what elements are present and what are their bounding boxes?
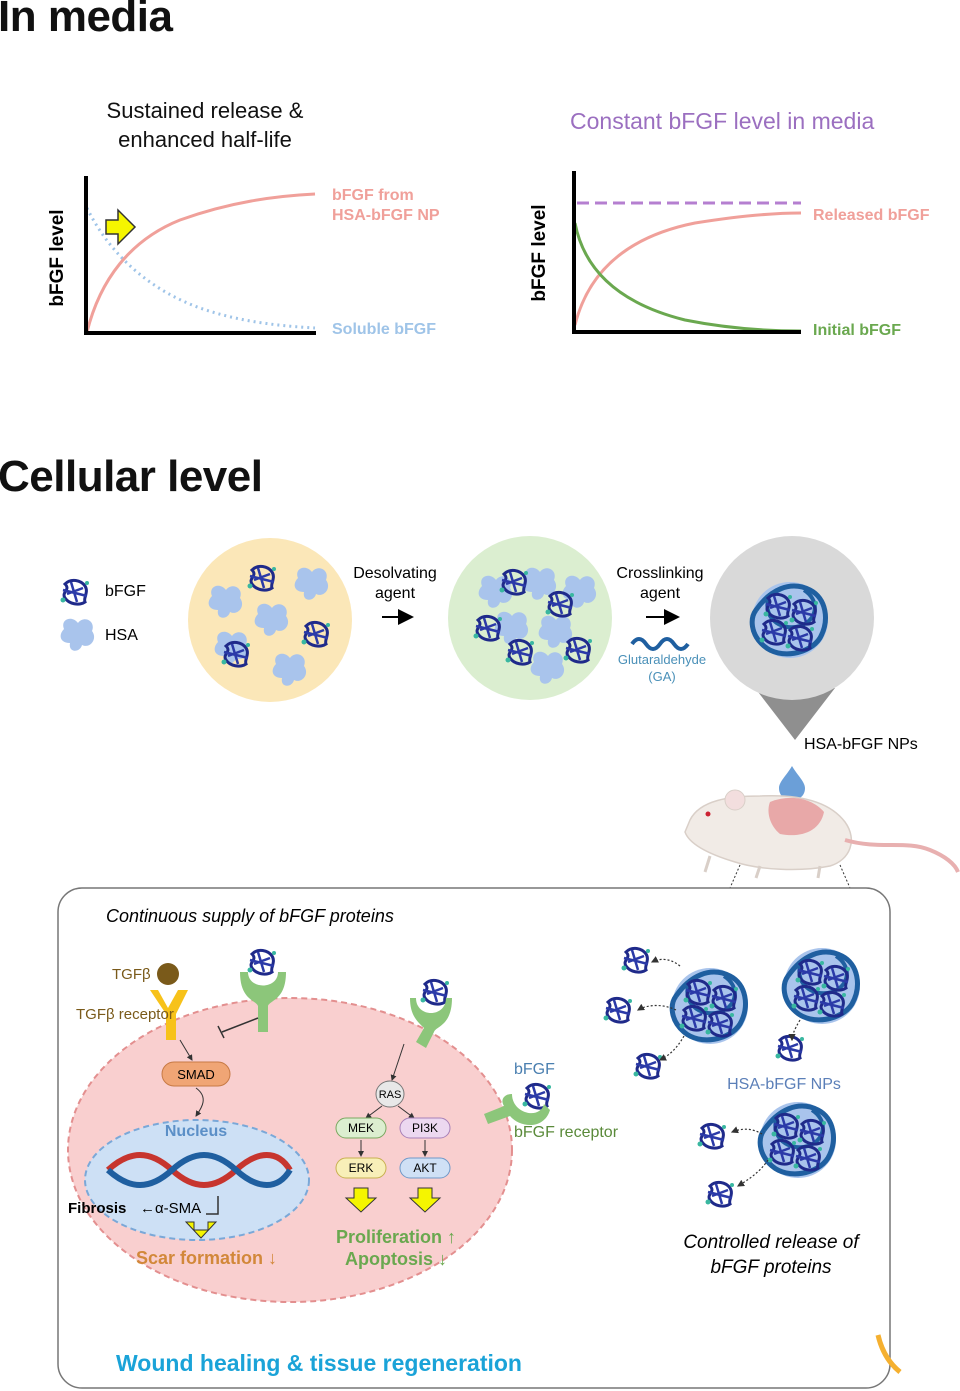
bfgf-legend-icon: [59, 578, 91, 606]
ga-label-2: (GA): [648, 669, 675, 684]
supply-title: Continuous supply of bFGF proteins: [106, 906, 394, 926]
legend-hsa-label: HSA: [105, 627, 138, 644]
left-chart-ylabel: bFGF level: [47, 209, 68, 306]
dna-strand-red: [105, 1152, 293, 1188]
smad-node: [161, 1061, 231, 1087]
tgfb-receptor-icon: [150, 990, 188, 1040]
apoptosis-label: Apoptosis ↓: [345, 1249, 447, 1269]
released-bfgf-curve: [573, 211, 802, 326]
initial-series-label: Initial bFGF: [813, 322, 901, 339]
glutaraldehyde-icon: [630, 637, 690, 651]
akt-node: [399, 1157, 451, 1179]
desolvating-label-1: Desolvating: [353, 565, 437, 582]
fibrosis-label: Fibrosis: [68, 1200, 126, 1217]
proliferation-label: Proliferation ↑: [336, 1227, 456, 1247]
right-chart-ylabel: bFGF level: [529, 204, 550, 301]
erk-node: [335, 1157, 387, 1179]
increase-arrow-icon: [105, 208, 137, 246]
legend-bfgf-label: bFGF: [105, 583, 146, 600]
cellular-diagram: bFGF HSA Desolvating agent Crosslinking …: [57, 536, 960, 1389]
mek-node: [335, 1117, 387, 1139]
np-series-label-2: HSA-bFGF NP: [332, 207, 440, 224]
wound-healing-label: Wound healing & tissue regeneration: [116, 1350, 522, 1376]
section-title-in-media: In media: [0, 0, 173, 41]
nanoparticle-icon: [752, 582, 828, 658]
scar-down-arrow-icon: [184, 1221, 218, 1239]
soluble-series-label: Soluble bFGF: [332, 321, 436, 338]
np-release-3: [760, 1102, 836, 1178]
release-label-2: bFGF proteins: [710, 1257, 832, 1278]
pi3k-label: PI3K: [412, 1121, 438, 1135]
erk-label: ERK: [349, 1161, 374, 1175]
nucleus: [84, 1119, 310, 1241]
right-chart-title: Constant bFGF level in media: [570, 108, 875, 134]
ga-label-1: Glutaraldehyde: [618, 652, 706, 667]
erk-down-arrow-icon: [344, 1187, 378, 1213]
section-title-cellular: Cellular level: [0, 452, 263, 501]
tgfb-label: TGFβ: [112, 966, 151, 983]
desolvated-circle: [448, 536, 612, 700]
np-release-2: [784, 948, 860, 1024]
nps-label: HSA-bFGF NPs: [804, 736, 918, 753]
desolvating-label-2: agent: [375, 585, 416, 602]
released-series-label: Released bFGF: [813, 207, 930, 224]
release-label-1: Controlled release of: [683, 1232, 860, 1253]
ras-label: RAS: [379, 1089, 402, 1101]
nanoparticle-pointer: [755, 688, 835, 740]
smad-label: SMAD: [177, 1067, 215, 1082]
hsa-legend-icon: [60, 618, 95, 651]
left-chart-title: Sustained release & enhanced half-life: [70, 96, 340, 154]
asma-label: ←α-SMA: [140, 1200, 201, 1217]
left-chart-title-line2: enhanced half-life: [118, 127, 292, 152]
panel-nps-label: HSA-bFGF NPs: [727, 1076, 841, 1093]
initial-bfgf-curve: [573, 222, 802, 333]
np-release-1: [672, 968, 748, 1044]
np-series-label-1: bFGF from: [332, 187, 414, 204]
bfgf-receptor-mid-icon: [410, 998, 452, 1048]
scar-formation-label: Scar formation ↓: [136, 1248, 277, 1268]
dna-strand-blue: [105, 1152, 293, 1188]
bfgf-receptor-label: bFGF receptor: [514, 1124, 619, 1141]
akt-down-arrow-icon: [408, 1187, 442, 1213]
mouse-icon: [684, 789, 960, 879]
crosslinking-label-2: agent: [640, 585, 681, 602]
left-release-chart: bFGF level bFGF from HSA-bFGF NP Soluble…: [47, 176, 440, 338]
bfgf-label: bFGF: [514, 1061, 555, 1078]
soluble-bfgf-curve: [85, 207, 316, 330]
akt-label: AKT: [413, 1161, 437, 1175]
right-level-chart: bFGF level Released bFGF Initial bFGF: [529, 171, 930, 339]
left-chart-title-line1: Sustained release &: [106, 98, 304, 123]
nucleus-label: Nucleus: [165, 1123, 227, 1140]
np-bfgf-curve: [85, 192, 316, 333]
pi3k-node: [399, 1117, 451, 1139]
crosslinking-label-1: Crosslinking: [616, 565, 703, 582]
tgfb-ligand-icon: [157, 963, 179, 985]
mek-label: MEK: [348, 1121, 374, 1135]
bfgf-receptor-side-icon: [484, 1094, 550, 1126]
tgfb-receptor-label: TGFβ receptor: [76, 1006, 174, 1023]
droplet-icon: [779, 766, 805, 800]
bfgf-receptor-top-icon: [240, 972, 286, 1032]
corner-accent: [875, 1334, 902, 1374]
